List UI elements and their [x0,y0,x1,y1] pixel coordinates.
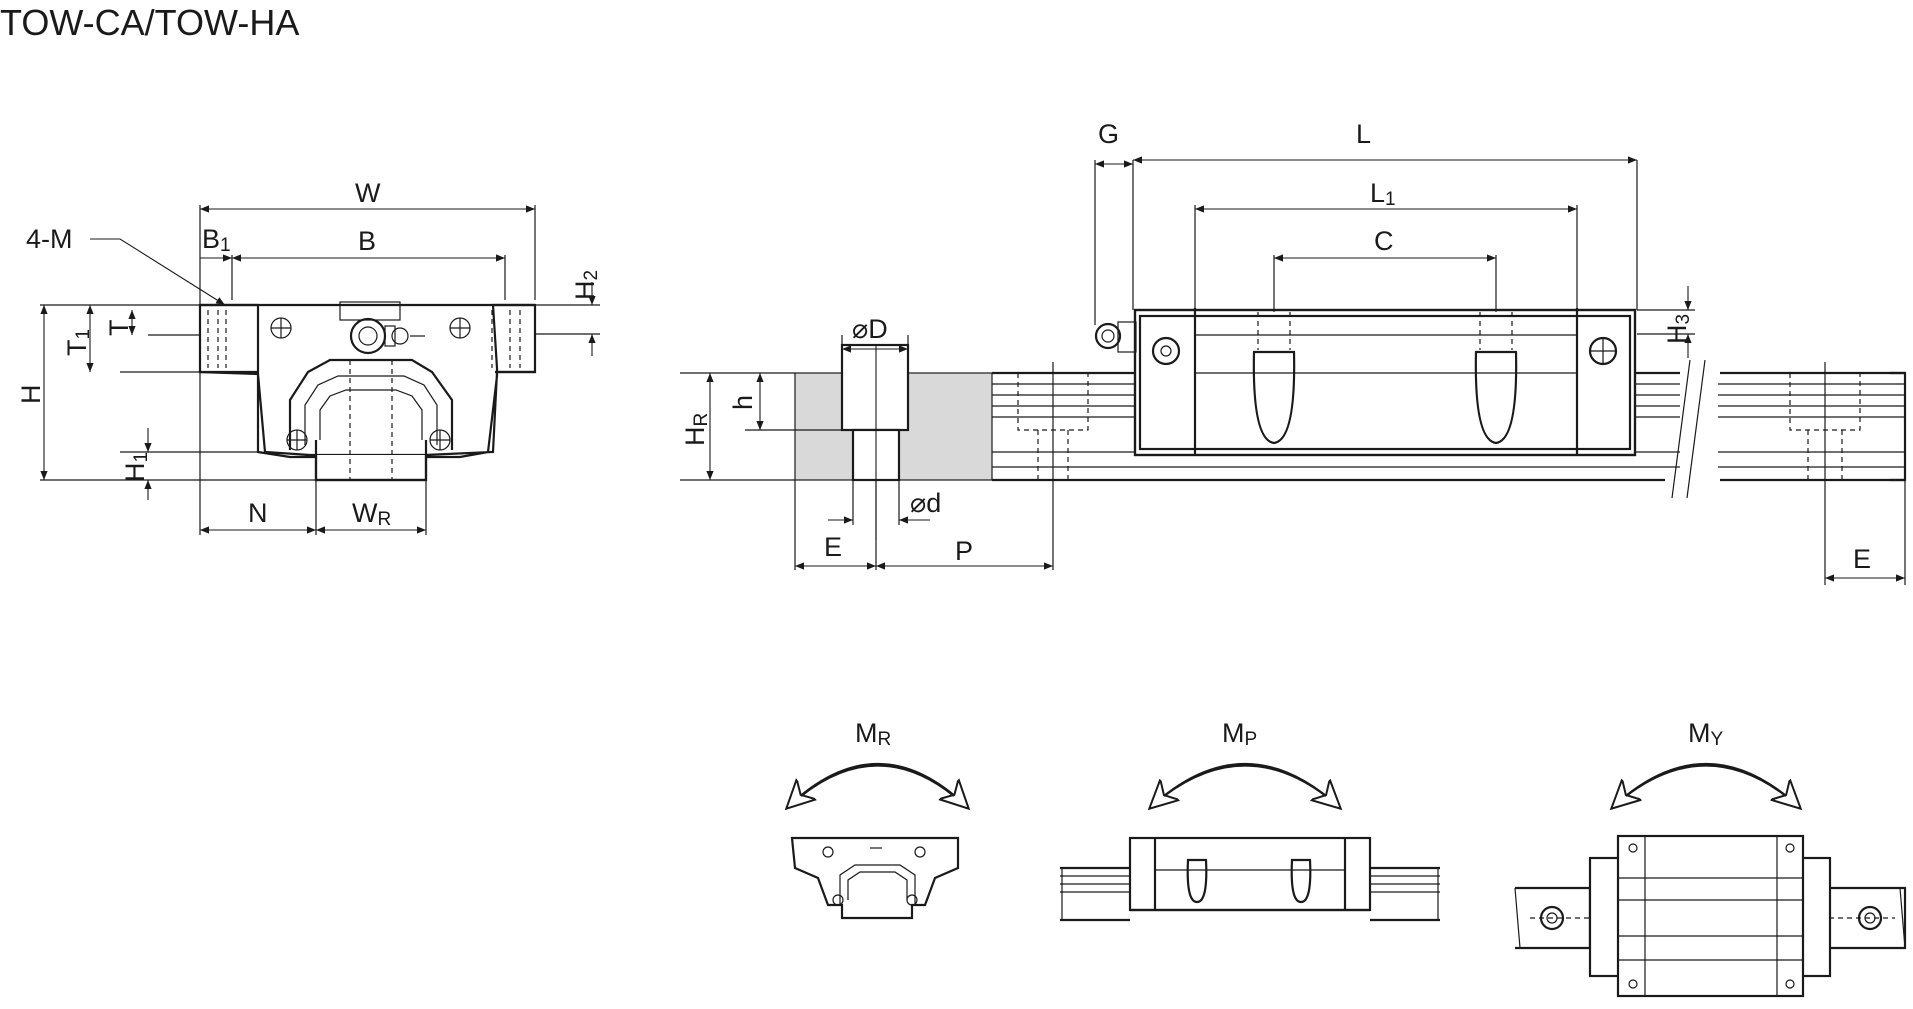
side-view: G L L1 C H3 ⌀D h HR ⌀d E P E [680,119,1907,585]
dim-N-label: N [248,498,268,528]
dim-T-label: T [104,320,134,337]
dim-G-label: G [1098,119,1119,149]
dim-h-label: h [728,395,758,410]
dim-B-label: B [358,226,376,256]
grease-nipple-side-icon [1094,321,1137,353]
dim-d-label: ⌀d [910,488,941,518]
rail-front-outline [314,455,428,482]
dim-E-right-label: E [1853,544,1871,574]
dim-L1-label: L1 [1370,178,1396,210]
moment-MR-diagram: MR [787,718,968,920]
dim-E-left-label: E [824,532,842,562]
dim-HR-label: HR [680,413,712,446]
dim-C-label: C [1374,226,1394,256]
dim-D-label: ⌀D [852,314,888,344]
front-view: W B1 B 4-M H2 T1 T H H1 N WR [16,178,602,535]
page-title: TOW-CA/TOW-HA [0,2,300,43]
dim-H1-label: H1 [120,452,152,482]
dim-P-label: P [955,536,973,566]
dim-H-label: H [16,385,46,405]
moment-MY-label: MY [1688,718,1724,750]
dim-H2-label: H2 [570,270,602,300]
carriage-front-outline [198,303,537,459]
moment-MR-label: MR [855,718,891,750]
dim-WR-label: WR [352,498,391,530]
dim-4M-label: 4-M [26,224,73,254]
dim-H3-label: H3 [1662,314,1694,344]
dim-B1-label: B1 [202,224,231,256]
dim-L-label: L [1356,119,1371,149]
screw-head-icon [270,317,471,451]
moment-MP-label: MP [1222,718,1257,750]
grease-nipple-icon [339,301,409,355]
moment-MP-diagram: MP [1060,718,1440,922]
dim-T1-label: T1 [62,329,94,356]
moment-MY-diagram: MY [1514,718,1907,998]
dim-W-label: W [355,178,381,208]
